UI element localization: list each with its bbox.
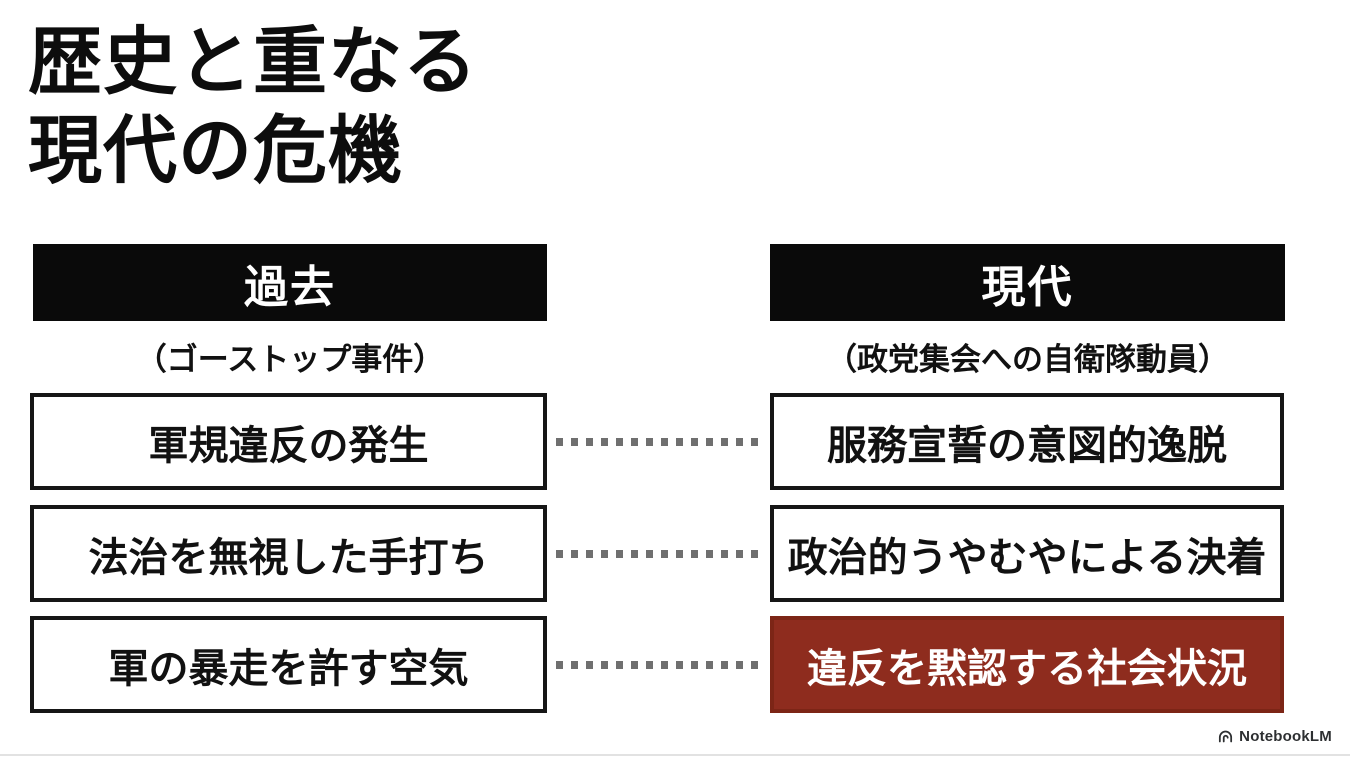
column-subtitle-present: （政党集会への自衛隊動員）: [826, 341, 1229, 377]
past-item-box-1: 軍規違反の発生: [30, 393, 547, 490]
page-title-line-1: 歴史と重なる: [28, 20, 478, 103]
column-header-present-label: 現代: [981, 262, 1074, 312]
notebooklm-logo-icon: [1217, 728, 1234, 745]
page-title: 歴史と重なる 現代の危機: [28, 18, 478, 196]
column-header-present: 現代: [770, 244, 1285, 321]
dotted-connector-row-2: [556, 550, 762, 558]
page-title-line-2: 現代の危機: [28, 108, 403, 192]
frame-bottom-divider: [0, 754, 1350, 756]
past-item-box-2: 法治を無視した手打ち: [30, 505, 547, 602]
notebooklm-watermark: NotebookLM: [1217, 728, 1332, 745]
column-header-past: 過去: [33, 244, 547, 321]
past-item-box-3: 軍の暴走を許す空気: [30, 616, 547, 713]
column-header-past-label: 過去: [244, 262, 336, 312]
column-subtitle-past: （ゴーストップ事件）: [135, 341, 445, 377]
present-item-box-2: 政治的うやむやによる決着: [770, 505, 1284, 602]
dotted-connector-row-1: [556, 438, 762, 446]
present-item-box-3-highlighted: 違反を黙認する社会状況: [770, 616, 1284, 713]
dotted-connector-row-3: [556, 661, 762, 669]
notebooklm-brand-text: NotebookLM: [1239, 728, 1332, 745]
present-item-box-1: 服務宣誓の意図的逸脱: [770, 393, 1284, 490]
